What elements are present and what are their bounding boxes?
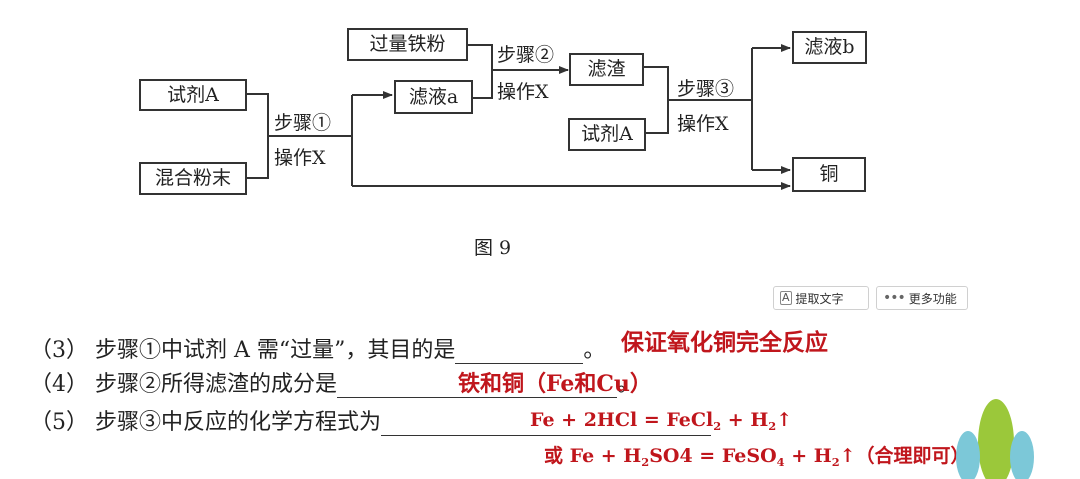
figure-caption: 图 9	[474, 237, 512, 259]
question-4-blank	[337, 375, 617, 398]
box-filtrate-b: 滤液b	[792, 31, 867, 64]
box-reagent-a-2: 试剂A	[568, 118, 646, 151]
box-excess-iron-powder: 过量铁粉	[347, 28, 468, 61]
extract-text-button[interactable]: A 提取文字	[773, 286, 869, 310]
box-copper: 铜	[792, 157, 866, 192]
label-op3: 操作X	[677, 113, 729, 135]
flow-connectors	[246, 44, 791, 190]
more-functions-label: 更多功能	[908, 291, 957, 306]
more-dots-icon: •••	[883, 290, 906, 306]
decorative-leaves	[956, 399, 1034, 479]
question-4-text: （4） 步骤②所得滤渣的成分是	[30, 372, 337, 397]
box-mixed-powder: 混合粉末	[139, 162, 247, 195]
question-5: （5） 步骤③中反应的化学方程式为	[30, 404, 711, 436]
answer-4: 铁和铜（Fe和Cu）	[458, 371, 652, 397]
extract-text-label: 提取文字	[795, 291, 844, 306]
label-op2: 操作X	[497, 81, 549, 103]
answer-3: 保证氧化铜完全反应	[621, 329, 828, 356]
label-op1: 操作X	[274, 147, 326, 169]
question-5-blank	[381, 413, 711, 436]
question-3-suffix: 。	[583, 338, 606, 363]
text-scan-icon: A	[780, 291, 792, 305]
box-residue: 滤渣	[569, 53, 644, 86]
answer-5-line2: 或 Fe + H2SO4 = FeSO4 + H2↑（合理即可）	[544, 445, 970, 469]
label-step1: 步骤①	[274, 112, 332, 134]
box-reagent-a-1: 试剂A	[139, 79, 247, 111]
question-3-text: （3） 步骤①中试剂 A 需“过量”，其目的是	[30, 338, 456, 363]
question-4: （4） 步骤②所得滤渣的成分是 。	[30, 366, 639, 398]
question-5-text: （5） 步骤③中反应的化学方程式为	[30, 410, 381, 435]
question-3-blank	[455, 341, 584, 364]
question-3: （3） 步骤①中试剂 A 需“过量”，其目的是 。	[30, 332, 605, 364]
box-filtrate-a: 滤液a	[394, 80, 473, 114]
label-step3: 步骤③	[677, 78, 735, 100]
label-step2: 步骤②	[497, 44, 555, 66]
more-functions-button[interactable]: ••• 更多功能	[876, 286, 968, 310]
answer-5-line1: Fe + 2HCl = FeCl2 + H2↑	[530, 409, 793, 433]
question-4-suffix: 。	[617, 372, 640, 397]
